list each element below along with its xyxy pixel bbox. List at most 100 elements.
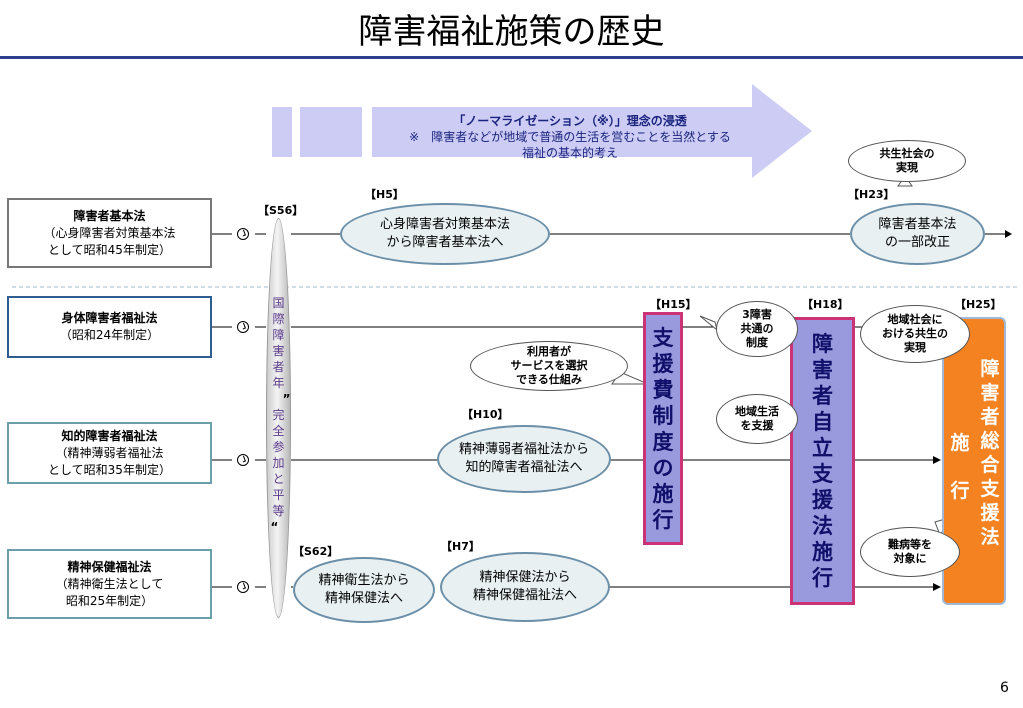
bubble-tail-sanshogai bbox=[699, 315, 718, 332]
system-char: 立 bbox=[812, 436, 833, 460]
system-char: 支 bbox=[980, 478, 1000, 500]
system-char: 施 bbox=[950, 432, 970, 454]
event-h23: 障害者基本法 の一部改正 bbox=[850, 203, 985, 265]
bubble-text: 共生社会の bbox=[879, 147, 935, 160]
law-detail: 昭和25年制定） bbox=[65, 593, 154, 608]
law-detail: として昭和35年制定） bbox=[48, 462, 171, 477]
system-char: 者 bbox=[812, 384, 833, 408]
system-char: 援 bbox=[980, 502, 1000, 524]
bubble-text: 利用者が bbox=[527, 345, 571, 358]
bubble-text: 実現 bbox=[896, 161, 918, 174]
system-char: 費 bbox=[652, 377, 674, 402]
event-text: 心身障害者対策基本法 bbox=[379, 217, 510, 232]
law-detail: （心身障害者対策基本法 bbox=[43, 225, 176, 240]
iyp-char: 者 bbox=[272, 360, 285, 374]
iyp-char: 全 bbox=[272, 424, 285, 438]
event-text: 精神保健福祉法へ bbox=[472, 588, 577, 603]
iyp-char: 加 bbox=[272, 456, 285, 470]
system-char: 行 bbox=[950, 480, 970, 502]
system-char: 施 bbox=[812, 540, 833, 564]
system-char: 法 bbox=[980, 526, 1000, 548]
law-box-basic: 障害者基本法 （心身障害者対策基本法 として昭和45年制定） bbox=[7, 198, 212, 268]
system-char: 障 bbox=[980, 358, 1000, 380]
law-box-intellectual: 知的障害者福祉法 （精神薄弱者福祉法 として昭和35年制定） bbox=[7, 422, 212, 484]
system-char: 施 bbox=[652, 481, 674, 506]
system-char: 支 bbox=[812, 462, 833, 486]
event-text: 精神保健法から bbox=[479, 570, 571, 585]
clock-icon bbox=[237, 581, 249, 593]
label-s56: 【S56】 bbox=[258, 204, 304, 217]
normalization-heading: 「ノーマライゼーション（※）」理念の浸透 bbox=[453, 114, 687, 128]
event-h5: 心身障害者対策基本法 から障害者基本法へ bbox=[340, 203, 550, 265]
title-rule bbox=[0, 56, 1023, 59]
system-char: の bbox=[652, 455, 674, 480]
law-name-physical: 身体障害者福祉法 bbox=[61, 311, 158, 325]
event-text: 精神薄弱者福祉法から bbox=[458, 442, 589, 457]
iyp-char: 障 bbox=[272, 328, 285, 342]
system-char: 度 bbox=[652, 429, 674, 454]
label-h18: 【H18】 bbox=[802, 298, 849, 311]
iyp-char: 平 bbox=[272, 488, 285, 502]
bubble-chiiki-seikatsu: 地域生活 を支援 bbox=[716, 394, 798, 444]
iyp-char: と bbox=[272, 472, 285, 486]
system-h15-shienhi: 支 援 費 制 度 の 施 行 bbox=[643, 312, 683, 545]
system-char: 自 bbox=[812, 410, 833, 434]
law-detail: （精神衛生法として bbox=[55, 576, 164, 591]
bubble-riyosha: 利用者が サービスを選択 できる仕組み bbox=[470, 341, 628, 391]
normalization-text: 「ノーマライゼーション（※）」理念の浸透 ※ 障害者などが地域で普通の生活を営む… bbox=[380, 113, 760, 161]
system-char: 制 bbox=[652, 403, 674, 428]
bubble-text: サービスを選択 bbox=[510, 359, 588, 372]
iyp-char: 害 bbox=[272, 344, 285, 358]
system-char: 行 bbox=[652, 507, 674, 532]
iyp-char: 等 bbox=[272, 504, 285, 518]
bubble-text: 共通の bbox=[740, 322, 774, 335]
bubble-text: 実現 bbox=[904, 341, 926, 354]
event-h7: 精神保健法から 精神保健福祉法へ bbox=[440, 552, 610, 622]
system-h25-main-text: 障 害 者 総 合 支 援 法 bbox=[977, 357, 1003, 549]
bubble-text: 地域社会に bbox=[887, 313, 943, 326]
system-char: 総 bbox=[980, 430, 1000, 452]
clock-icon bbox=[237, 321, 249, 333]
system-char: 行 bbox=[812, 566, 833, 590]
bubble-text: 難病等を bbox=[888, 538, 932, 551]
law-detail: （精神薄弱者福祉法 bbox=[55, 445, 164, 460]
iyp-char: 完 bbox=[272, 408, 285, 422]
iyp-quote-close: “ bbox=[270, 520, 279, 534]
label-h15: 【H15】 bbox=[650, 298, 697, 311]
event-text: 障害者基本法 bbox=[878, 217, 957, 232]
label-h25: 【H25】 bbox=[955, 298, 1002, 311]
clock-icon bbox=[237, 454, 249, 466]
iyp-char: 国 bbox=[272, 296, 285, 310]
system-char: 障 bbox=[812, 332, 833, 356]
iyp-char: 際 bbox=[272, 312, 285, 326]
system-char: 援 bbox=[652, 351, 674, 376]
system-char: 害 bbox=[980, 382, 1000, 404]
system-h25-side-text: 施 行 bbox=[947, 419, 973, 515]
iyp-quote-open: ” bbox=[282, 392, 291, 406]
bubble-text: 制度 bbox=[746, 336, 768, 349]
bubble-kyosei: 共生社会の 実現 bbox=[848, 140, 966, 182]
event-text: 精神保健法へ bbox=[324, 591, 403, 606]
system-char: 法 bbox=[812, 514, 833, 538]
normalization-note-1: ※ 障害者などが地域で普通の生活を営むことを当然とする bbox=[409, 130, 731, 144]
label-s62: 【S62】 bbox=[293, 545, 339, 558]
page-number: 6 bbox=[1000, 680, 1009, 696]
law-box-physical: 身体障害者福祉法 （昭和24年制定） bbox=[7, 296, 212, 358]
bubble-chiiki-shakai: 地域社会に おける共生の 実現 bbox=[860, 305, 970, 363]
law-name-mental: 精神保健福祉法 bbox=[67, 559, 152, 574]
page-title: 障害福祉施策の歴史 bbox=[358, 12, 665, 52]
normalization-note-2: 福祉の基本的考え bbox=[521, 146, 618, 160]
system-h18-jiritsu: 障 害 者 自 立 支 援 法 施 行 bbox=[790, 317, 855, 605]
label-h23: 【H23】 bbox=[848, 188, 895, 201]
event-text: 精神衛生法から bbox=[318, 573, 410, 588]
bubble-text: 3障害 bbox=[742, 308, 772, 321]
system-char: 支 bbox=[652, 325, 674, 350]
bubble-sanshogai: 3障害 共通の 制度 bbox=[716, 301, 798, 357]
normalization-arrow bbox=[372, 84, 812, 178]
law-box-mental: 精神保健福祉法 （精神衛生法として 昭和25年制定） bbox=[7, 549, 212, 619]
event-s62: 精神衛生法から 精神保健法へ bbox=[293, 557, 435, 623]
label-h10: 【H10】 bbox=[462, 408, 509, 421]
clock-icon bbox=[237, 228, 249, 240]
bubble-text: を支援 bbox=[740, 419, 774, 432]
